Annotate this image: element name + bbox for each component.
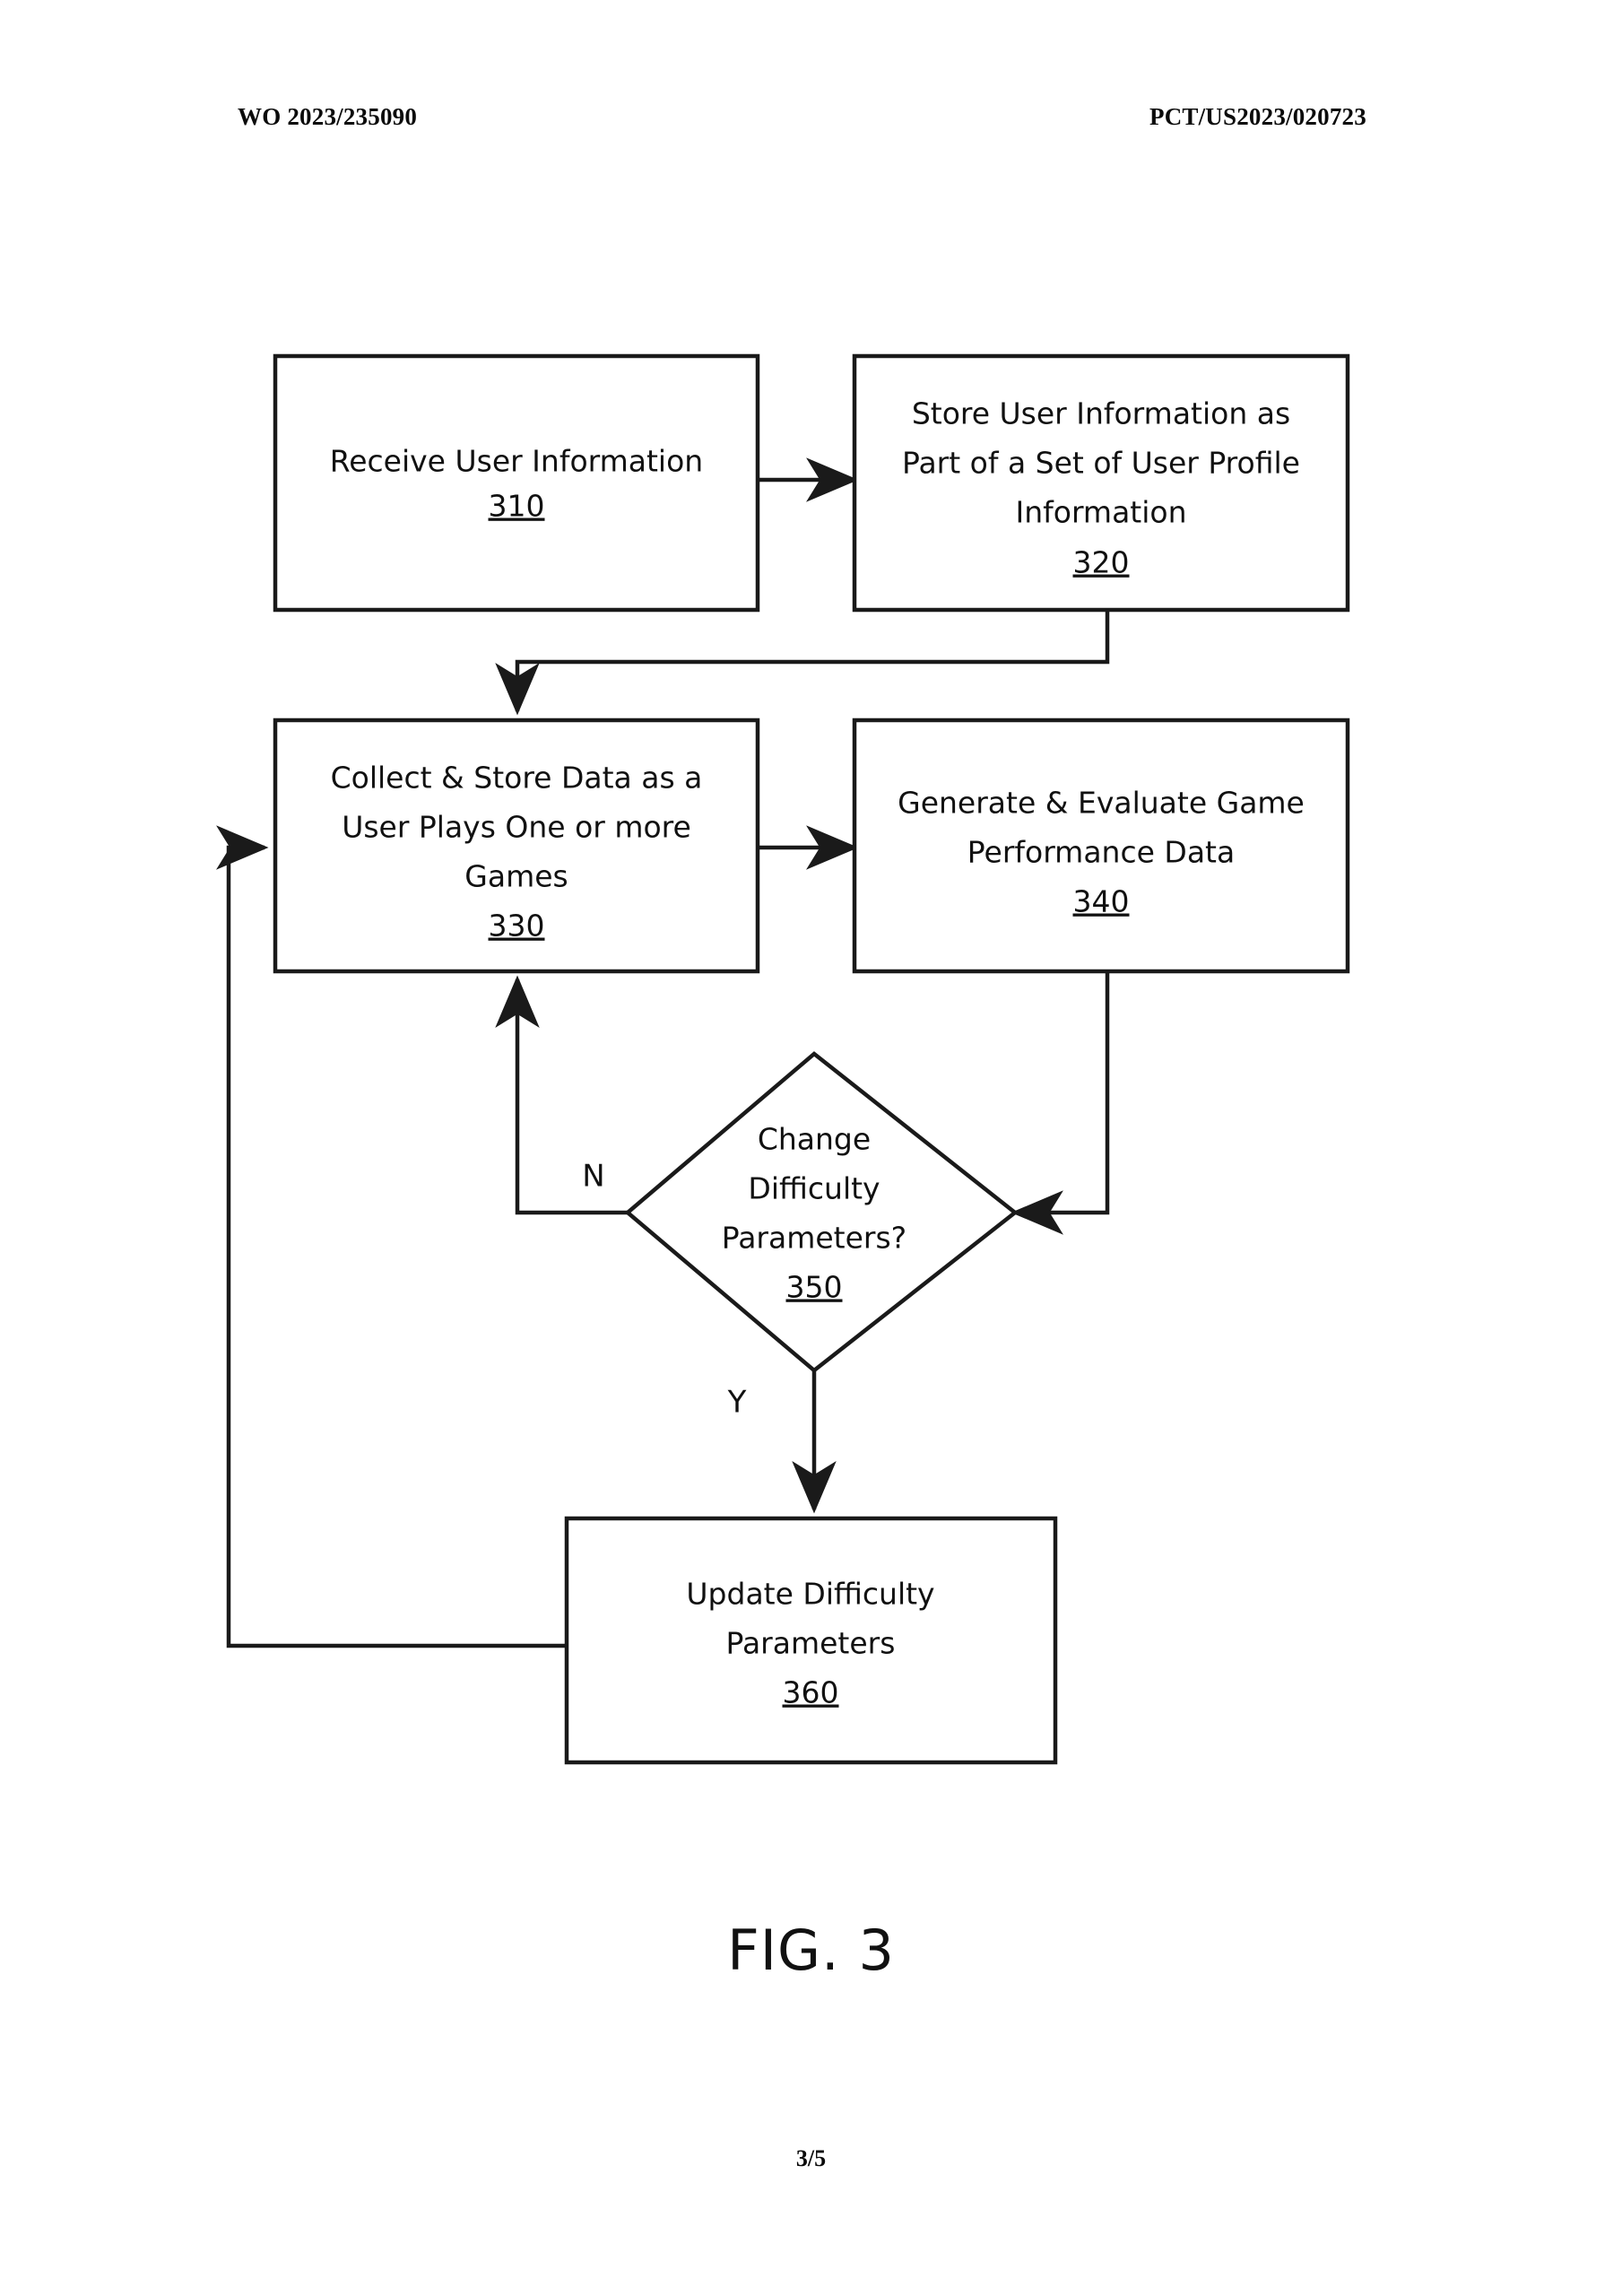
edge-320-to-330 bbox=[495, 608, 1110, 716]
node-350[interactable]: Change Difficulty Parameters? 350 bbox=[624, 1051, 1019, 1373]
node-330-line-3: Games bbox=[464, 859, 568, 894]
node-360-line-2: Parameters bbox=[726, 1626, 896, 1661]
page-number: 3/5 bbox=[795, 2145, 827, 2171]
node-350-line-3: Parameters? bbox=[722, 1221, 906, 1256]
node-310[interactable]: Receive User Information 310 bbox=[273, 353, 760, 613]
node-320-box[interactable] bbox=[852, 353, 1350, 613]
node-330-line-1: Collect & Store Data as a bbox=[331, 761, 703, 796]
node-330-ref: 330 bbox=[489, 909, 545, 944]
node-330-box[interactable] bbox=[273, 718, 760, 974]
node-330[interactable]: Collect & Store Data as a User Plays One… bbox=[273, 718, 760, 974]
node-360-box[interactable] bbox=[564, 1516, 1058, 1765]
node-340-line-1: Generate & Evaluate Game bbox=[898, 786, 1305, 821]
node-350-ref: 350 bbox=[786, 1270, 843, 1305]
connector-group bbox=[216, 457, 1110, 1648]
node-320[interactable]: Store User Information as Part of a Set … bbox=[852, 353, 1350, 613]
node-320-line-2: Part of a Set of User Profile bbox=[902, 446, 1300, 481]
application-number: PCT/US2023/020723 bbox=[1149, 103, 1366, 130]
figure-caption: FIG. 3 bbox=[727, 1918, 895, 1983]
node-330-line-2: User Plays One or more bbox=[342, 810, 691, 845]
node-310-box[interactable] bbox=[273, 353, 760, 613]
node-350-diamond[interactable] bbox=[624, 1051, 1019, 1373]
node-310-ref: 310 bbox=[489, 489, 545, 524]
node-350-line-2: Difficulty bbox=[748, 1171, 880, 1206]
node-350-line-1: Change bbox=[758, 1122, 871, 1157]
edge-350-no-to-330 bbox=[495, 975, 628, 1215]
node-340-line-2: Performance Data bbox=[967, 835, 1235, 870]
node-320-line-1: Store User Information as bbox=[912, 396, 1290, 431]
branch-label-yes: Y bbox=[727, 1385, 747, 1421]
node-340-ref: 340 bbox=[1073, 884, 1130, 919]
edge-360-to-330 bbox=[216, 825, 567, 1648]
edge-340-to-350 bbox=[1010, 969, 1110, 1235]
node-340-box[interactable] bbox=[852, 718, 1350, 974]
node-360[interactable]: Update Difficulty Parameters 360 bbox=[564, 1516, 1058, 1765]
node-310-line-1: Receive User Information bbox=[330, 444, 703, 479]
node-340[interactable]: Generate & Evaluate Game Performance Dat… bbox=[852, 718, 1350, 974]
page-header: WO 2023/235090 PCT/US2023/020723 bbox=[0, 103, 1622, 139]
node-360-line-1: Update Difficulty bbox=[686, 1577, 934, 1612]
publication-number: WO 2023/235090 bbox=[238, 103, 418, 130]
node-320-line-3: Information bbox=[1015, 495, 1186, 530]
node-320-ref: 320 bbox=[1073, 545, 1130, 580]
node-360-ref: 360 bbox=[783, 1675, 839, 1710]
branch-label-no: N bbox=[582, 1159, 604, 1195]
